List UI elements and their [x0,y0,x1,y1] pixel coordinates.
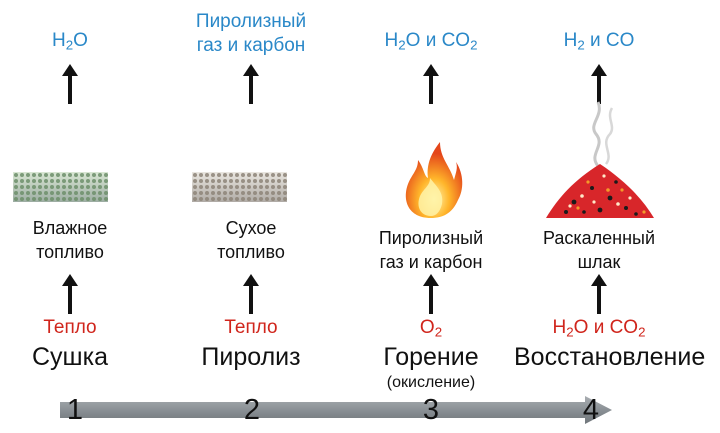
up-arrow-icon [421,274,441,314]
smoke-icon [592,101,614,167]
stage-1-input: Тепло [43,317,97,338]
stage-3-input: O2 [419,317,443,340]
dry-fuel-icon [192,172,287,202]
stage-4-output: H2 и CO [563,30,635,53]
up-arrow-icon [589,274,609,314]
stage-4-number: 4 [582,394,600,426]
stage-3-output: H2O и CO2 [384,30,478,53]
up-arrow-icon [421,64,441,104]
flame-icon [405,142,463,218]
stage-1-number: 1 [66,394,84,426]
stage-4-input: H2O и CO2 [552,317,646,340]
stage-2-name: Пиролиз [201,343,301,371]
stage-4-name: Восстановление [514,343,706,371]
stage-2-input: Тепло [224,317,278,338]
stage-2-number: 2 [243,394,261,426]
wet-fuel-icon [13,172,108,202]
up-arrow-icon [241,64,261,104]
stage-3-subtitle: (окисление) [386,374,476,391]
up-arrow-icon [60,274,80,314]
stage-1-name: Сушка [31,343,108,371]
up-arrow-icon [60,64,80,104]
stage-3-number: 3 [422,394,440,426]
stage-1-output: H2O [52,30,88,53]
up-arrow-icon [589,64,609,104]
stage-3-name: Горение [383,343,479,371]
hot-slag-icon [546,164,654,218]
up-arrow-icon [241,274,261,314]
